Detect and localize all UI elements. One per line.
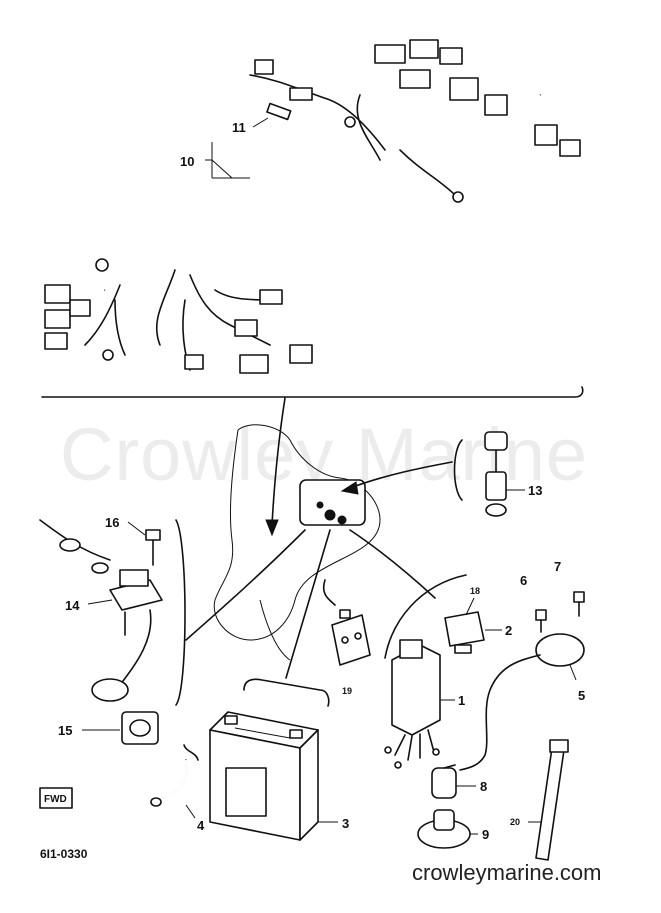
engine-outline — [213, 424, 381, 661]
callout-8: 8 — [480, 779, 487, 794]
part-8-plug-cap — [431, 764, 457, 799]
leader-10 — [205, 142, 233, 179]
part-1-unit — [384, 639, 441, 769]
arrow-1 — [349, 529, 436, 599]
callout-14: 14 — [65, 598, 80, 613]
callout-7: 7 — [554, 559, 561, 574]
arrow-13 — [349, 461, 453, 489]
callout-18: 18 — [470, 586, 480, 596]
section-divider — [41, 386, 584, 398]
part-4-hose — [150, 759, 188, 807]
fwd-label: FWD — [44, 794, 67, 805]
site-footer[interactable]: crowleymarine.com — [412, 860, 602, 885]
callout-4: 4 — [197, 818, 205, 833]
part-19-bracket — [331, 609, 371, 666]
callout-10: 10 — [180, 154, 194, 169]
part-2-relay — [444, 611, 485, 654]
part-5-coil — [459, 591, 585, 771]
arrow-14 — [185, 529, 306, 641]
callout-16: 16 — [105, 515, 119, 530]
diagram-code: 6I1-0330 — [40, 847, 88, 861]
callout-6: 6 — [520, 573, 527, 588]
part-13-component — [484, 431, 508, 517]
part-3-battery — [209, 711, 319, 841]
arrow-3 — [285, 529, 331, 679]
callout-1: 1 — [458, 693, 465, 708]
callout-3: 3 — [342, 816, 349, 831]
part-20-strap — [535, 739, 569, 861]
wiring-harness — [44, 39, 581, 374]
leader-11 — [252, 117, 269, 128]
callout-19: 19 — [342, 686, 352, 696]
fwd-marker: FWD — [39, 787, 73, 809]
part-9-boot — [417, 809, 471, 849]
arrow-harness — [271, 397, 286, 526]
callout-20: 20 — [510, 817, 520, 827]
callout-5: 5 — [578, 688, 585, 703]
callout-15: 15 — [58, 723, 72, 738]
callout-9: 9 — [482, 827, 489, 842]
fuel-sender — [39, 519, 163, 745]
callout-11: 11 — [232, 120, 246, 135]
callout-13: 13 — [528, 483, 542, 498]
callout-2: 2 — [505, 623, 512, 638]
